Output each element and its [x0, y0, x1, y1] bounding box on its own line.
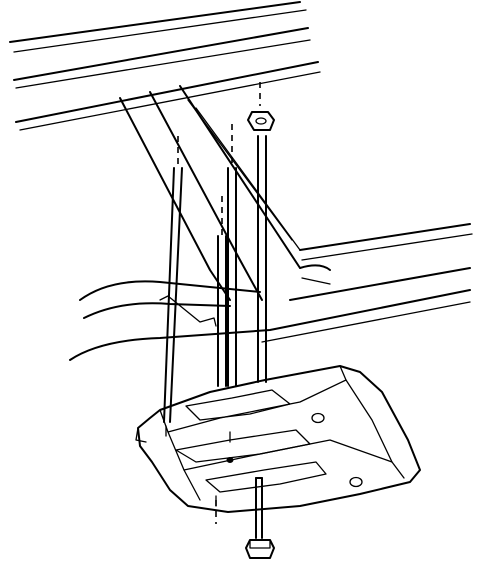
- bolt: [245, 477, 275, 559]
- skid-plate: [135, 365, 421, 513]
- nut: [247, 111, 275, 131]
- installation-lines: [163, 82, 267, 524]
- support-bracket: [119, 85, 301, 301]
- frame-rail: [9, 1, 321, 131]
- crossmember: [69, 223, 473, 361]
